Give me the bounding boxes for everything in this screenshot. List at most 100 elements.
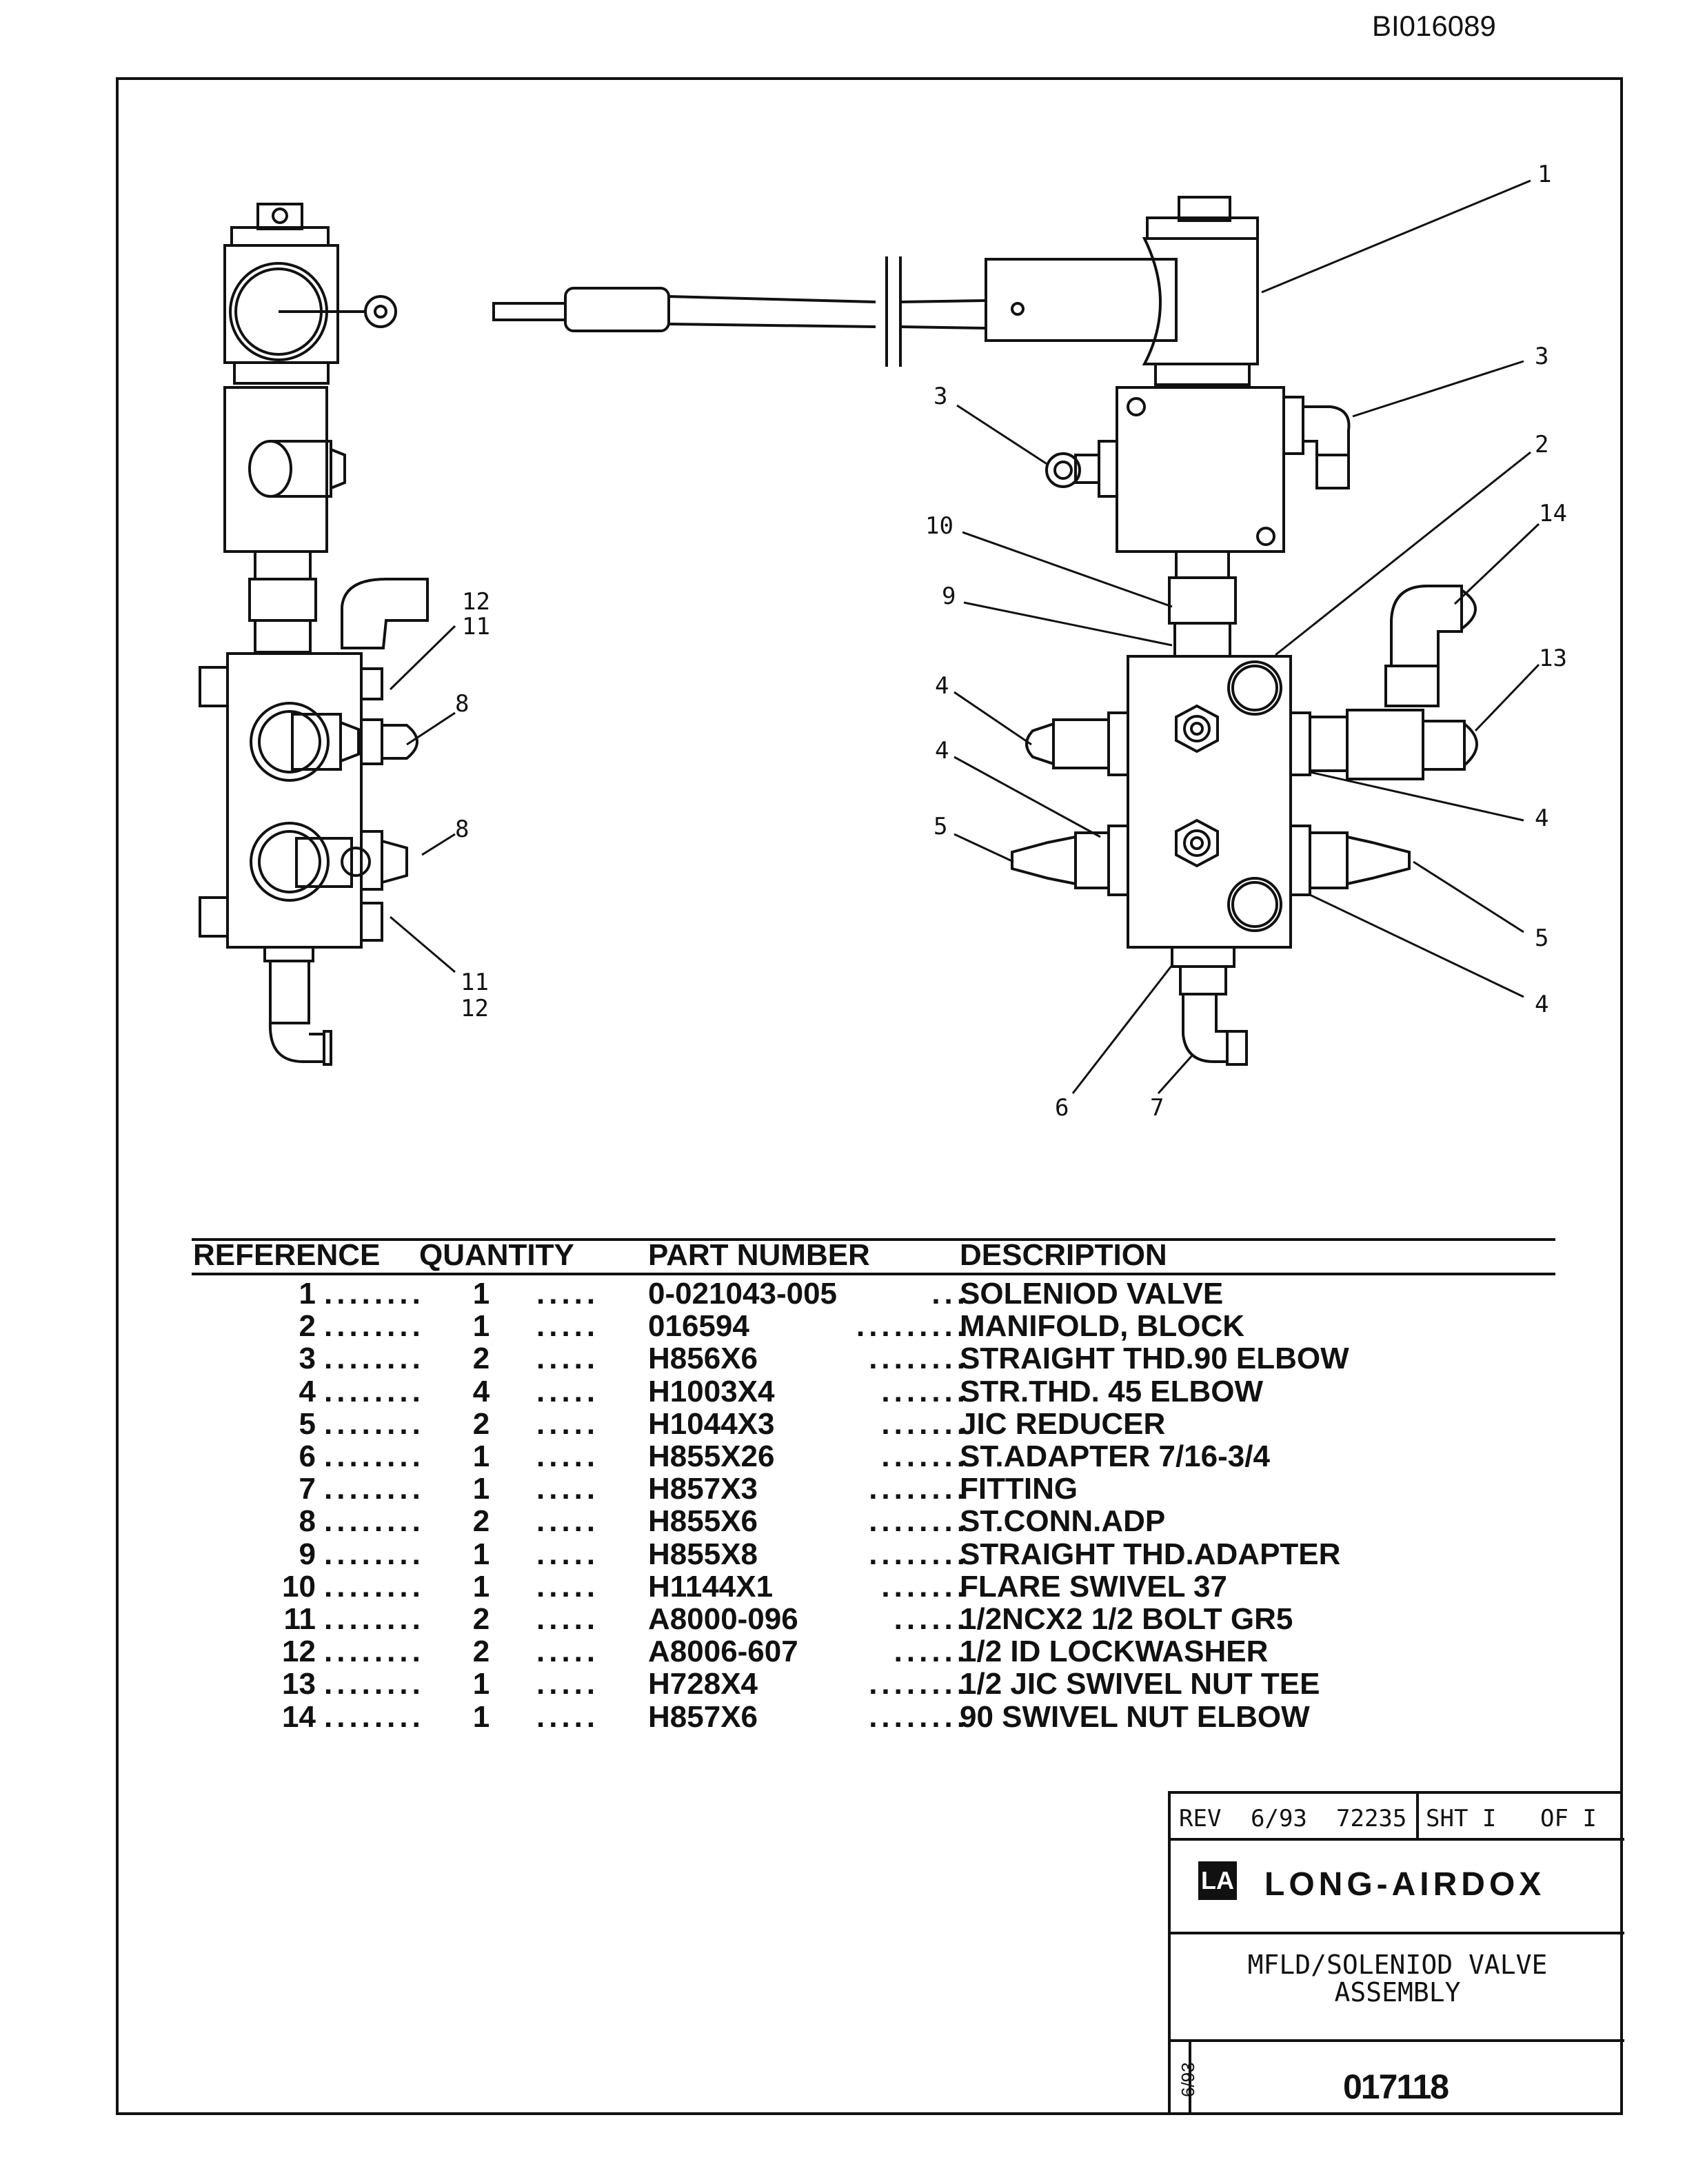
table-top-rule	[192, 1238, 1555, 1241]
callout-8a: 8	[455, 690, 469, 718]
row-quantity: 1	[472, 1569, 490, 1604]
table-row: 11 2 A8000-096 1/2NCX2 1/2 BOLT GR5........…	[192, 1602, 1364, 1636]
callout-8b: 8	[455, 816, 469, 843]
leader-dots: .....	[536, 1472, 600, 1506]
leader-dots: ......	[894, 1635, 969, 1669]
row-part-number: H855X26	[648, 1439, 775, 1473]
callout-2: 2	[1535, 431, 1548, 458]
leader-dots: .....	[536, 1537, 600, 1571]
header-description: DESCRIPTION	[960, 1238, 1167, 1272]
row-description: STRAIGHT THD.ADAPTER	[960, 1537, 1341, 1571]
callout-4b: 4	[935, 737, 949, 765]
leader-dots: .....	[536, 1635, 600, 1669]
leader-dots: ........	[869, 1667, 969, 1701]
leader-dots: ........	[869, 1537, 969, 1571]
drawing-title-line1: MFLD/SOLENIOD VALVE	[1247, 1950, 1548, 1980]
leader-dots: ........	[324, 1667, 425, 1701]
drawing-number: 017118	[1343, 2067, 1449, 2106]
row-part-number: H1003X4	[648, 1374, 775, 1408]
row-part-number: H1144X1	[648, 1569, 774, 1604]
row-part-number: H855X8	[648, 1537, 758, 1571]
row-quantity: 2	[472, 1406, 490, 1441]
rev-label: REV	[1179, 1805, 1222, 1832]
row-description: FLARE SWIVEL 37	[960, 1569, 1227, 1604]
leader-dots: .........	[856, 1309, 969, 1344]
callout-4d: 4	[1535, 991, 1548, 1018]
callout-10: 10	[925, 512, 954, 540]
callout-4a: 4	[935, 672, 949, 700]
table-header-rule	[192, 1273, 1555, 1275]
row-description: FITTING	[960, 1472, 1078, 1506]
row-reference: 2	[299, 1309, 316, 1344]
leader-dots: .....	[536, 1374, 600, 1408]
leader-dots: .....	[536, 1342, 600, 1376]
callout-11b: 11	[461, 969, 489, 996]
row-quantity: 1	[472, 1537, 490, 1571]
leader-dots: .....	[536, 1667, 600, 1701]
row-part-number: A8000-096	[648, 1602, 798, 1636]
callout-3b: 3	[1535, 343, 1548, 370]
row-reference: 10	[282, 1569, 316, 1604]
row-reference: 5	[299, 1406, 316, 1441]
row-reference: 14	[282, 1699, 316, 1734]
drawing-frame	[116, 77, 1623, 2115]
callout-12b: 12	[461, 995, 489, 1022]
leader-dots: .....	[536, 1439, 600, 1473]
leader-dots: ........	[324, 1277, 425, 1311]
leader-dots: ........	[324, 1569, 425, 1604]
leader-dots: .....	[536, 1504, 600, 1539]
row-description: ST.ADAPTER 7/16-3/4	[960, 1439, 1270, 1473]
row-quantity: 2	[472, 1602, 490, 1636]
row-description: SOLENIOD VALVE	[960, 1277, 1224, 1311]
callout-13: 13	[1539, 645, 1567, 672]
leader-dots: ........	[324, 1602, 425, 1636]
company-name: LONG-AIRDOX	[1264, 1866, 1546, 1903]
header-reference: REFERENCE	[193, 1238, 381, 1272]
leader-dots: ........	[324, 1635, 425, 1669]
table-row: 9 1 H855X8 STRAIGHT THD.ADAPTER............…	[192, 1537, 1364, 1571]
row-quantity: 2	[472, 1635, 490, 1669]
row-reference: 7	[299, 1472, 316, 1506]
title-block: REV 6/93 72235 SHT I OF I LA LONG-AIRDOX…	[1168, 1791, 1624, 2115]
row-quantity: 1	[472, 1699, 490, 1734]
solenoid-cable	[492, 256, 987, 367]
row-part-number: H855X6	[648, 1504, 758, 1539]
drawing-title-line2: ASSEMBLY	[1334, 1977, 1461, 2008]
callout-1: 1	[1537, 161, 1551, 188]
row-reference: 11	[283, 1602, 316, 1636]
vertical-date: 6/93	[1178, 2062, 1198, 2097]
row-reference: 12	[282, 1635, 316, 1669]
leader-dots: .....	[536, 1569, 600, 1604]
row-quantity: 1	[472, 1439, 490, 1473]
left-view	[199, 203, 429, 1066]
leader-dots: ........	[869, 1472, 969, 1506]
leader-dots: ........	[324, 1699, 425, 1734]
row-reference: 8	[299, 1504, 316, 1539]
leader-dots: ........	[324, 1439, 425, 1473]
row-description: MANIFOLD, BLOCK	[960, 1309, 1245, 1344]
callout-14: 14	[1539, 500, 1567, 527]
row-reference: 9	[299, 1537, 316, 1571]
row-reference: 13	[282, 1667, 316, 1701]
row-description: JIC REDUCER	[960, 1406, 1166, 1441]
row-reference: 6	[299, 1439, 316, 1473]
leader-dots: ........	[324, 1309, 425, 1344]
row-part-number: H856X6	[648, 1342, 758, 1376]
leader-dots: .......	[881, 1406, 969, 1441]
callout-4c: 4	[1535, 805, 1548, 832]
leader-dots: .....	[536, 1309, 600, 1344]
leader-lines	[389, 179, 1540, 1094]
row-description: 1/2NCX2 1/2 BOLT GR5	[960, 1602, 1293, 1636]
row-reference: 3	[299, 1342, 316, 1376]
row-reference: 1	[299, 1277, 316, 1311]
row-description: 1/2 JIC SWIVEL NUT TEE	[960, 1667, 1320, 1701]
document-id: BI016089	[1372, 10, 1496, 42]
leader-dots: ........	[869, 1699, 969, 1734]
row-part-number: H728X4	[648, 1667, 758, 1701]
